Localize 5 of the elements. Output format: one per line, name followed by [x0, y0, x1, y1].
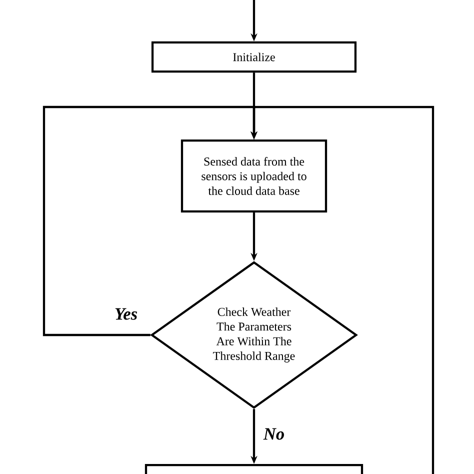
process-box: Initialize	[151, 41, 357, 73]
edge-label: No	[262, 426, 286, 442]
process-box	[144, 464, 364, 474]
process-box: Sensed data from the sensors is uploaded to the cloud data base	[180, 139, 328, 213]
edge-label: Yes	[113, 306, 139, 322]
